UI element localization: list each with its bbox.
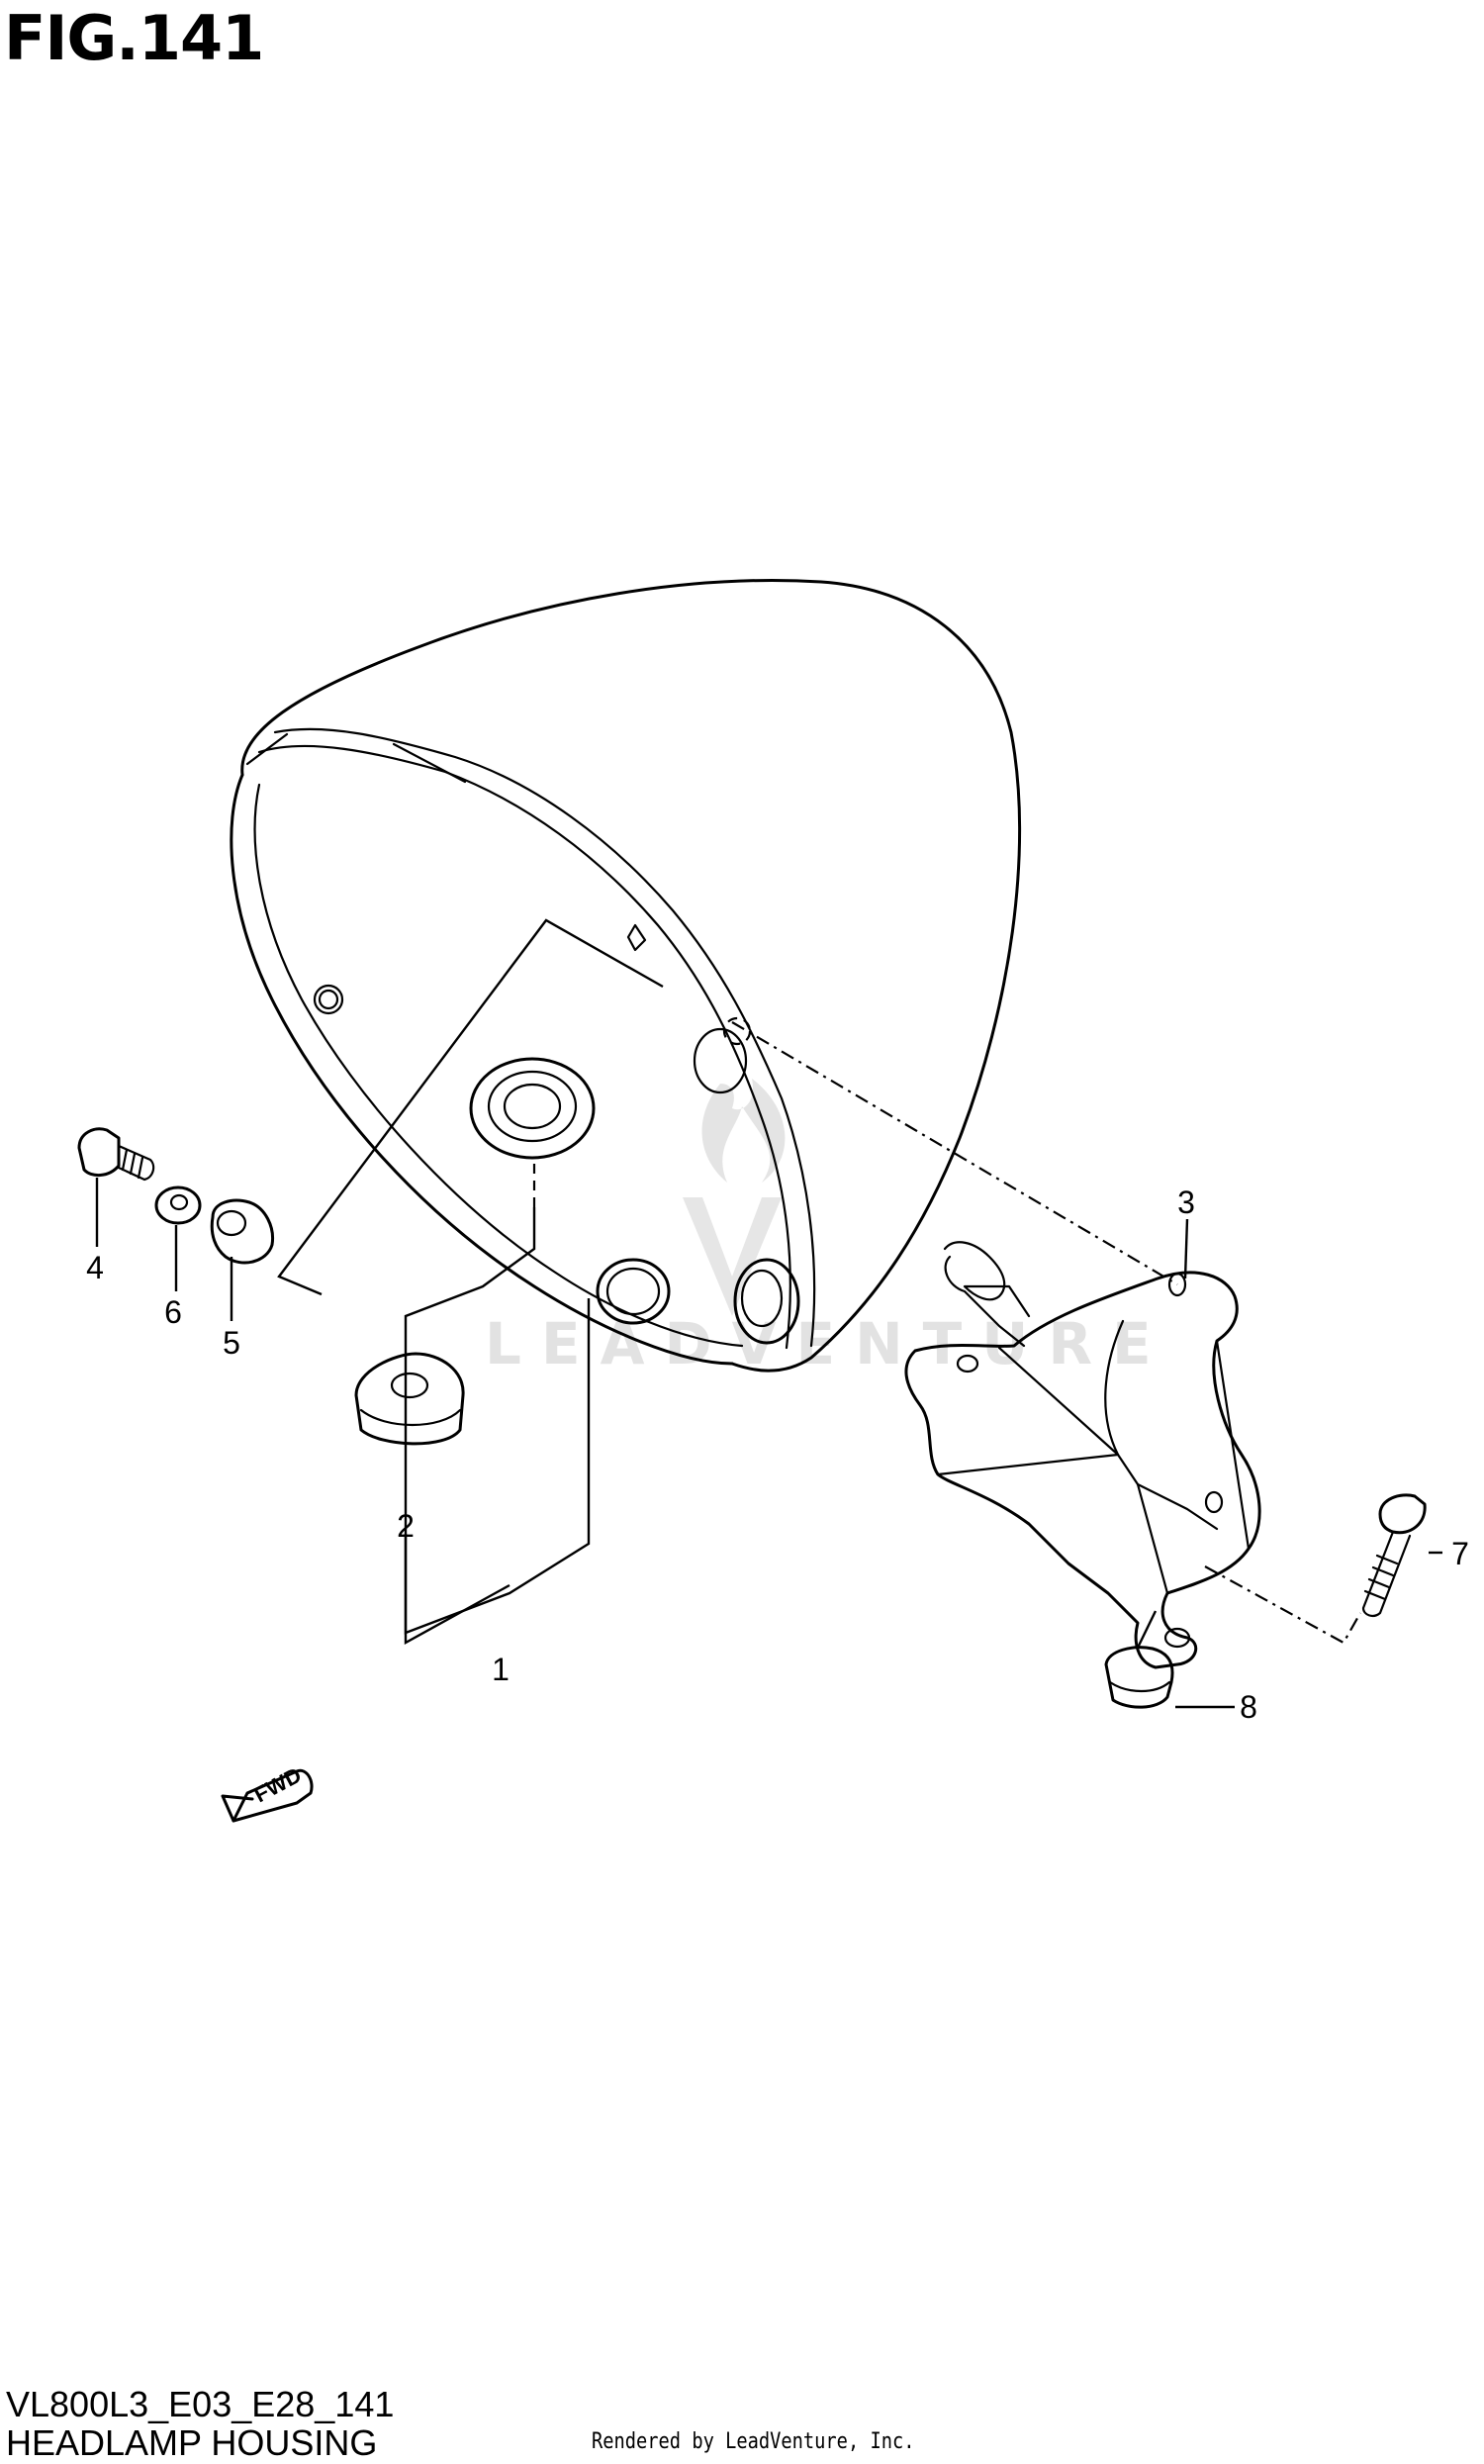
callout-8: 8 — [1240, 1689, 1257, 1725]
bolt-left — [77, 1127, 155, 1182]
washer — [154, 1185, 202, 1225]
model-code: VL800L3_E03_E28_141 — [6, 2384, 395, 2424]
leader-lines — [95, 918, 1442, 1709]
flange-nut — [1104, 1646, 1174, 1709]
callout-6: 6 — [164, 1294, 182, 1330]
headlamp-housing-shell — [230, 579, 1022, 1373]
fwd-direction-arrow: FWD — [221, 1762, 314, 1823]
headlamp-bracket — [904, 1241, 1261, 1669]
fwd-label: FWD — [250, 1762, 306, 1808]
section-title: HEADLAMP HOUSING — [6, 2422, 378, 2463]
callout-5: 5 — [223, 1325, 240, 1361]
grommet — [354, 1352, 465, 1446]
spacer — [210, 1198, 275, 1265]
render-credit: Rendered by LeadVenture, Inc. — [592, 2429, 915, 2454]
part-callouts: 1 2 3 4 5 6 7 8 — [86, 1185, 1469, 1725]
callout-2: 2 — [397, 1508, 415, 1544]
figure-title: FIG.141 — [4, 2, 264, 74]
bolt-right — [1361, 1493, 1427, 1617]
callout-1: 1 — [492, 1652, 510, 1687]
callout-4: 4 — [86, 1250, 104, 1285]
callout-3: 3 — [1177, 1185, 1195, 1220]
callout-7: 7 — [1451, 1536, 1469, 1571]
